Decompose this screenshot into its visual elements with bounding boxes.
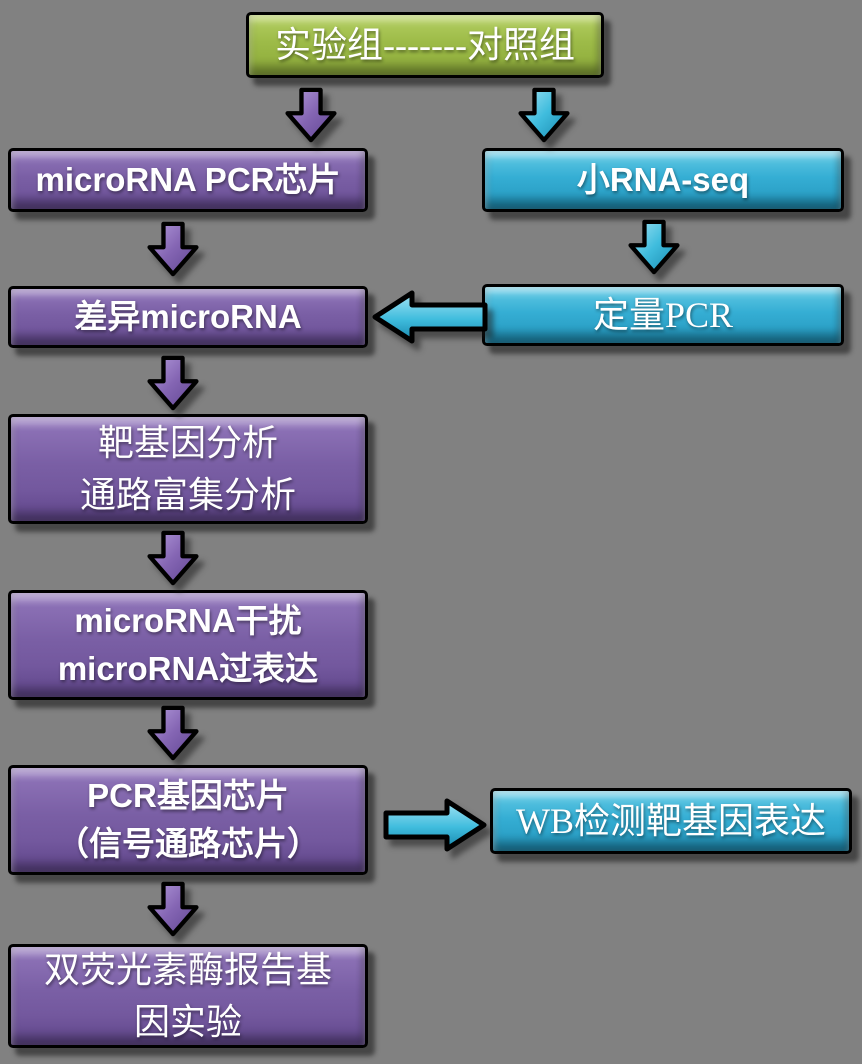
left-arrow-cyan-qpcr-to-diff-icon xyxy=(372,290,488,344)
down-arrow-purple-chip-to-diff-icon xyxy=(147,218,199,280)
down-arrow-purple-pcrchip-to-luciferase-icon xyxy=(147,878,199,940)
node-luciferase-assay-line2: 因实验 xyxy=(133,1002,242,1042)
node-target-gene-analysis-line2: 通路富集分析 xyxy=(79,475,296,515)
node-microrna-pcr-chip: microRNA PCR芯片 xyxy=(8,148,368,212)
node-microrna-perturbation: microRNA干扰 microRNA过表达 xyxy=(8,590,368,700)
node-diff-microrna-label: 差异microRNA xyxy=(74,298,302,336)
node-wb-detection-label: WB检测靶基因表达 xyxy=(516,800,826,841)
node-pcr-gene-chip-line2: （信号通路芯片） xyxy=(56,825,320,862)
node-luciferase-assay: 双荧光素酶报告基 因实验 xyxy=(8,944,368,1048)
down-arrow-purple-perturb-to-pcrchip-icon xyxy=(147,703,199,763)
down-arrow-purple-diff-to-target-icon xyxy=(147,354,199,412)
node-start: 实验组-------对照组 xyxy=(246,12,604,78)
down-arrow-purple-start-to-chip-icon xyxy=(285,84,337,146)
node-start-label: 实验组-------对照组 xyxy=(275,24,575,65)
node-diff-microrna: 差异microRNA xyxy=(8,286,368,348)
node-small-rna-seq-label: 小RNA-seq xyxy=(576,161,750,199)
node-target-gene-analysis-line1: 靶基因分析 xyxy=(97,422,278,463)
down-arrow-purple-target-to-perturb-icon xyxy=(147,528,199,588)
node-luciferase-assay-line1: 双荧光素酶报告基 xyxy=(43,949,332,990)
node-small-rna-seq: 小RNA-seq xyxy=(482,148,844,212)
node-target-gene-analysis: 靶基因分析 通路富集分析 xyxy=(8,414,368,524)
node-qpcr-label: 定量PCR xyxy=(592,294,734,335)
node-microrna-pcr-chip-label: microRNA PCR芯片 xyxy=(35,161,341,199)
node-qpcr: 定量PCR xyxy=(482,284,844,346)
node-pcr-gene-chip: PCR基因芯片 （信号通路芯片） xyxy=(8,765,368,875)
node-microrna-perturbation-line2: microRNA过表达 xyxy=(57,650,319,687)
node-microrna-perturbation-line1: microRNA干扰 xyxy=(74,602,302,640)
node-pcr-gene-chip-line1: PCR基因芯片 xyxy=(87,777,289,815)
node-wb-detection: WB检测靶基因表达 xyxy=(490,788,852,854)
down-arrow-cyan-start-to-seq-icon xyxy=(518,84,570,146)
right-arrow-cyan-pcrchip-to-wb-icon xyxy=(383,798,487,852)
down-arrow-cyan-seq-to-qpcr-icon xyxy=(628,216,680,278)
